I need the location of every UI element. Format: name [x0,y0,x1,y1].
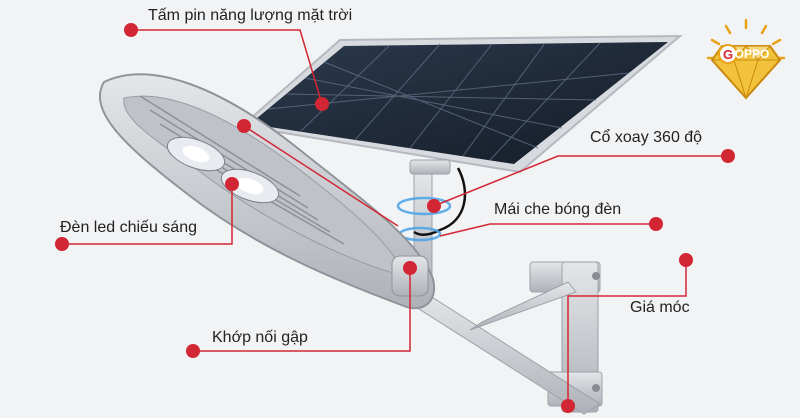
label-led: Đèn led chiếu sáng [60,219,197,236]
callout-line-rotation [433,155,728,207]
callout-dot-panel [315,97,329,111]
cable [413,167,467,236]
callout-lines [62,29,728,406]
label-rotation: Cổ xoay 360 độ [590,129,703,146]
label-joint: Khớp nối gập [212,329,308,346]
callout-line-led [62,184,233,245]
callout-dots [55,23,735,413]
bracket-assembly [407,261,603,415]
callout-dot-lamp-cover [649,217,663,231]
callout-dot-bracket [679,253,693,267]
callout-line-solar-panel [131,29,323,105]
brand-logo: G OPPO [706,18,786,100]
callout-dot-solar-panel [124,23,138,37]
callout-dot-bracket-base [561,399,575,413]
callout-line-bracket [567,260,687,406]
label-solar-panel: Tấm pin năng lượng mặt trời [148,7,353,24]
label-bracket: Giá móc [630,299,690,316]
callout-dot-rotation-ring [427,199,441,213]
callout-dot-led [55,237,69,251]
callout-dot-joint-part [403,261,417,275]
label-lamp-cover: Mái che bóng đèn [494,201,622,218]
lamp-head-illustration [98,73,435,310]
callout-dot-joint [186,344,200,358]
callout-line-lamp-cover [439,223,656,237]
logo-letter: G [723,47,733,62]
solar-panel-illustration [239,34,683,175]
logo-text: OPPO [735,47,770,61]
callout-dot-rotation [721,149,735,163]
callout-line-joint [193,268,411,352]
callout-line-panel-edge [243,125,399,227]
callout-dot-panel-edge [237,119,251,133]
callout-dot-led-module [225,177,239,191]
